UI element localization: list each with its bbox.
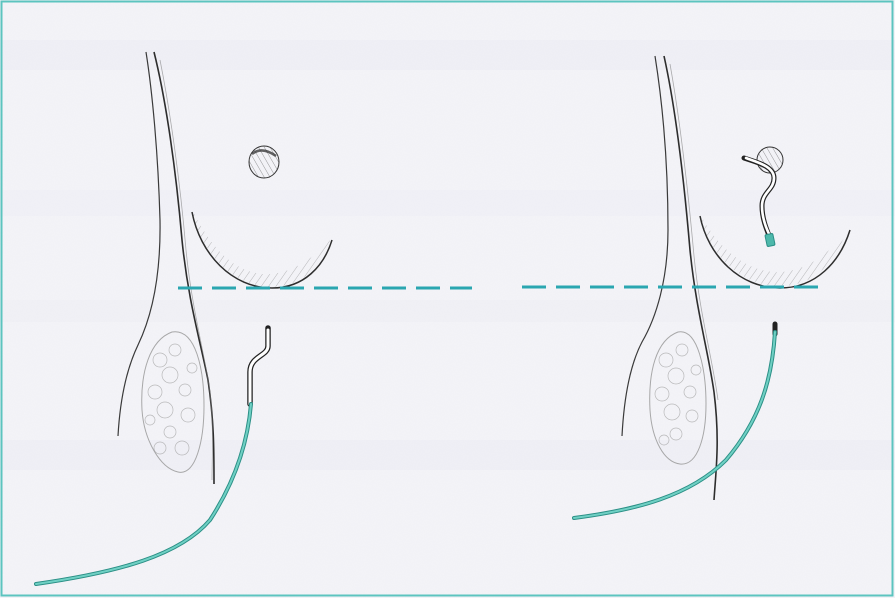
paper-texture xyxy=(0,0,895,598)
illustration-svg xyxy=(0,0,895,598)
illustration-canvas xyxy=(0,0,895,598)
